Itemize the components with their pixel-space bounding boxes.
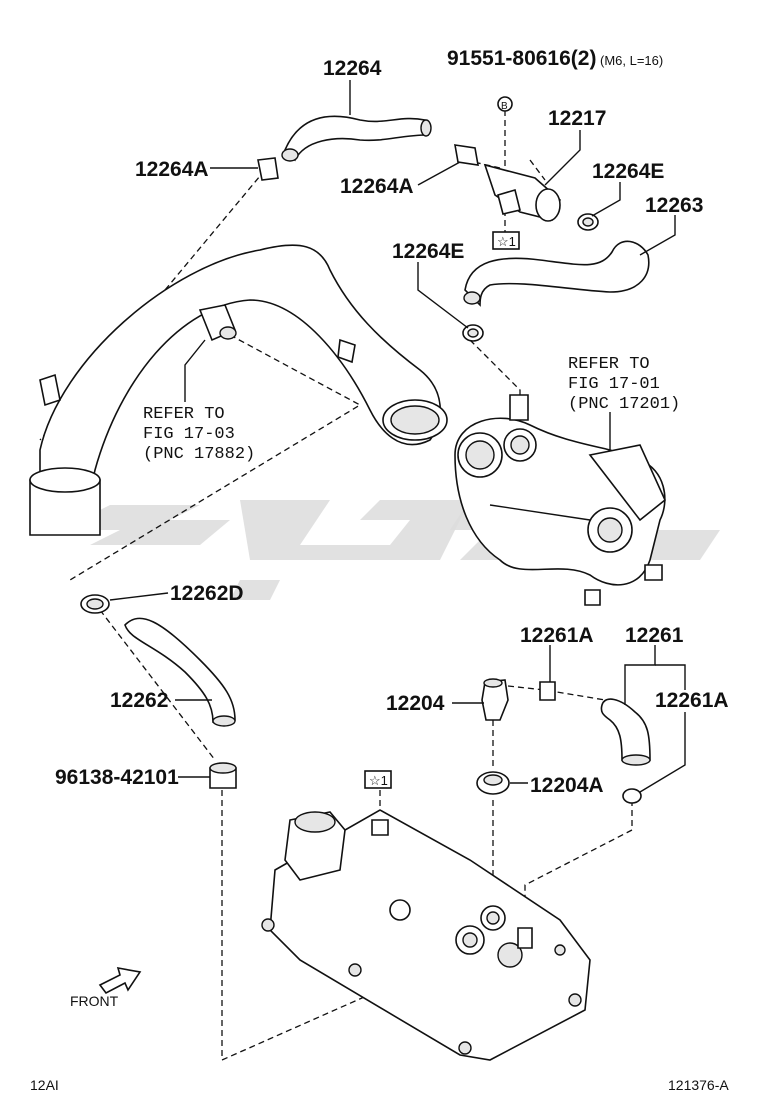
- cylinder-head-cover: [261, 809, 591, 1061]
- clip-12261A-right: [622, 788, 642, 804]
- svg-text:☆1: ☆1: [497, 234, 516, 249]
- footer-right-code: 121376-A: [668, 1077, 729, 1093]
- grommet-12204A: [476, 771, 510, 795]
- label-12204: 12204: [386, 692, 445, 715]
- clamp-96138: [209, 762, 237, 789]
- label-96138: 96138-42101: [55, 766, 179, 789]
- label-12264E-mid: 12264E: [392, 240, 464, 263]
- hose-12261: [600, 698, 651, 766]
- label-12264A-mid: 12264A: [340, 175, 414, 198]
- svg-text:☆1: ☆1: [369, 773, 388, 788]
- label-12261A-right: 12261A: [655, 689, 729, 712]
- footer-left-code: 12AI: [30, 1077, 59, 1093]
- valve-12217: [454, 144, 561, 222]
- marker-star1-top: ☆1: [492, 231, 520, 250]
- hose-12264: [281, 115, 432, 162]
- label-12264: 12264: [323, 57, 382, 80]
- label-91551-spec: (M6, L=16): [600, 53, 663, 68]
- label-12262D: 12262D: [170, 582, 244, 605]
- clip-12264E-right: [577, 213, 599, 231]
- pcv-valve-12204: [481, 678, 509, 721]
- clip-12264A-left: [257, 157, 279, 181]
- refer-intake: REFER TO FIG 17-03 (PNC 17882): [143, 405, 255, 464]
- front-arrow: [98, 966, 142, 995]
- refer-turbo: REFER TO FIG 17-01 (PNC 17201): [568, 355, 680, 414]
- label-12204A: 12204A: [530, 774, 604, 797]
- svg-text:REFER TO: REFER TO: [568, 355, 650, 374]
- svg-text:REFER TO: REFER TO: [143, 405, 225, 424]
- svg-text:FIG 17-03: FIG 17-03: [143, 425, 235, 444]
- label-91551: 91551-80616(2): [447, 47, 596, 70]
- label-12262: 12262: [110, 689, 168, 712]
- front-label: FRONT: [70, 993, 119, 1009]
- marker-star1-bottom: ☆1: [364, 770, 392, 789]
- hose-12262: [124, 617, 236, 727]
- label-12217: 12217: [548, 107, 606, 130]
- marker-circle-b: B: [497, 96, 513, 112]
- clip-12264E-mid: [462, 324, 484, 342]
- label-12264E-right: 12264E: [592, 160, 664, 183]
- intake-pipe: [29, 244, 448, 536]
- label-12261: 12261: [625, 624, 684, 647]
- label-12263: 12263: [645, 194, 703, 217]
- clip-12261A-top: [539, 681, 556, 701]
- leader-lines: [109, 80, 686, 793]
- svg-text:FIG 17-01: FIG 17-01: [568, 375, 660, 394]
- turbocharger: [454, 394, 666, 606]
- svg-text:B: B: [501, 101, 508, 112]
- hose-12263: [463, 240, 650, 307]
- clamp-12262D: [80, 594, 110, 614]
- label-12264A-left: 12264A: [135, 158, 209, 181]
- svg-text:(PNC 17201): (PNC 17201): [568, 395, 680, 414]
- svg-text:(PNC 17882): (PNC 17882): [143, 445, 255, 464]
- label-12261A-top: 12261A: [520, 624, 594, 647]
